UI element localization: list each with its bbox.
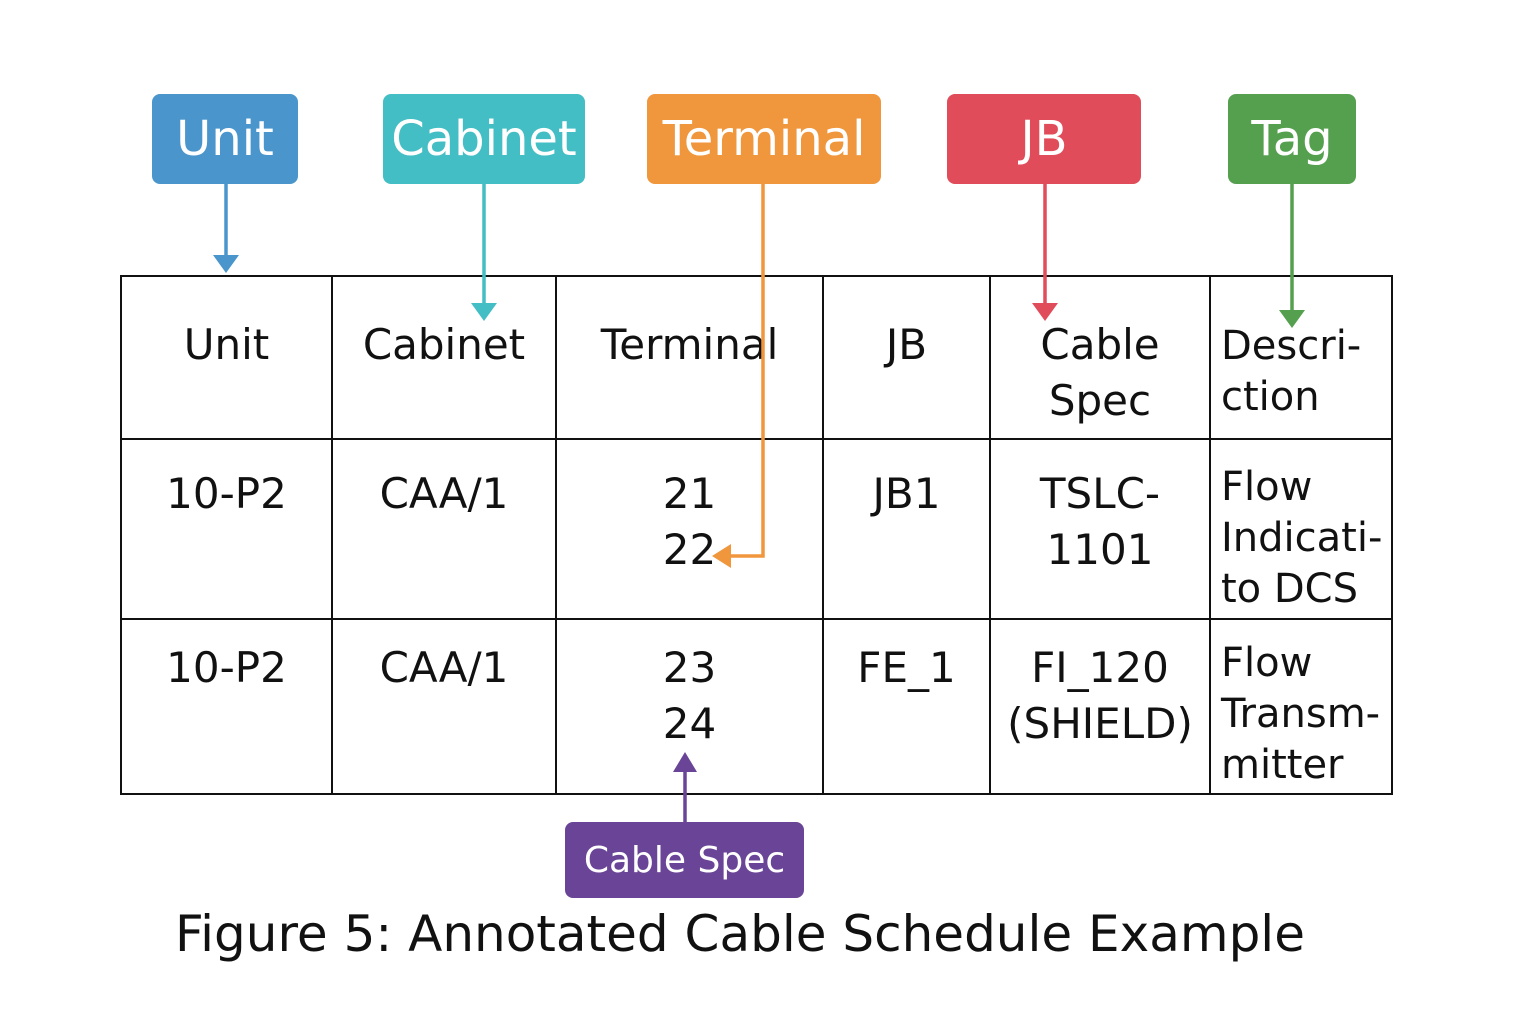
header-terminal: Terminal — [555, 275, 824, 440]
cell-description: Flow Transm- mitter — [1209, 618, 1393, 795]
header-unit: Unit — [120, 275, 333, 440]
header-cable-spec: Cable Spec — [989, 275, 1211, 440]
cell-jb: JB1 — [822, 438, 991, 620]
cell-unit: 10-P2 — [120, 618, 333, 795]
table-header-row: Unit Cabinet Terminal JB Cable Spec Desc… — [120, 275, 1393, 440]
unit-annotation-label: Unit — [152, 94, 298, 184]
cabinet-annotation-label: Cabinet — [383, 94, 585, 184]
cell-cabinet: CAA/1 — [331, 438, 557, 620]
cell-unit: 10-P2 — [120, 438, 333, 620]
cell-cabinet: CAA/1 — [331, 618, 557, 795]
cell-terminal: 21 22 — [555, 438, 824, 620]
figure-caption: Figure 5: Annotated Cable Schedule Examp… — [175, 905, 1305, 963]
cable-spec-annotation-label: Cable Spec — [565, 822, 804, 898]
cell-cable-spec: TSLC-1101 — [989, 438, 1211, 620]
header-description: Descri- ction — [1209, 275, 1393, 440]
cell-description: Flow Indicati- to DCS — [1209, 438, 1393, 620]
cell-jb: FE_1 — [822, 618, 991, 795]
terminal-annotation-label: Terminal — [647, 94, 881, 184]
cable-schedule-table: Unit Cabinet Terminal JB Cable Spec Desc… — [120, 275, 1393, 795]
tag-annotation-label: Tag — [1228, 94, 1356, 184]
cell-cable-spec: FI_120 (SHIELD) — [989, 618, 1211, 795]
table-row: 10-P2 CAA/1 21 22 JB1 TSLC-1101 Flow Ind… — [120, 438, 1393, 620]
cell-terminal: 23 24 — [555, 618, 824, 795]
jb-annotation-label: JB — [947, 94, 1141, 184]
header-cabinet: Cabinet — [331, 275, 557, 440]
unit-arrow — [213, 184, 239, 273]
header-jb: JB — [822, 275, 991, 440]
table-row: 10-P2 CAA/1 23 24 FE_1 FI_120 (SHIELD) F… — [120, 618, 1393, 795]
